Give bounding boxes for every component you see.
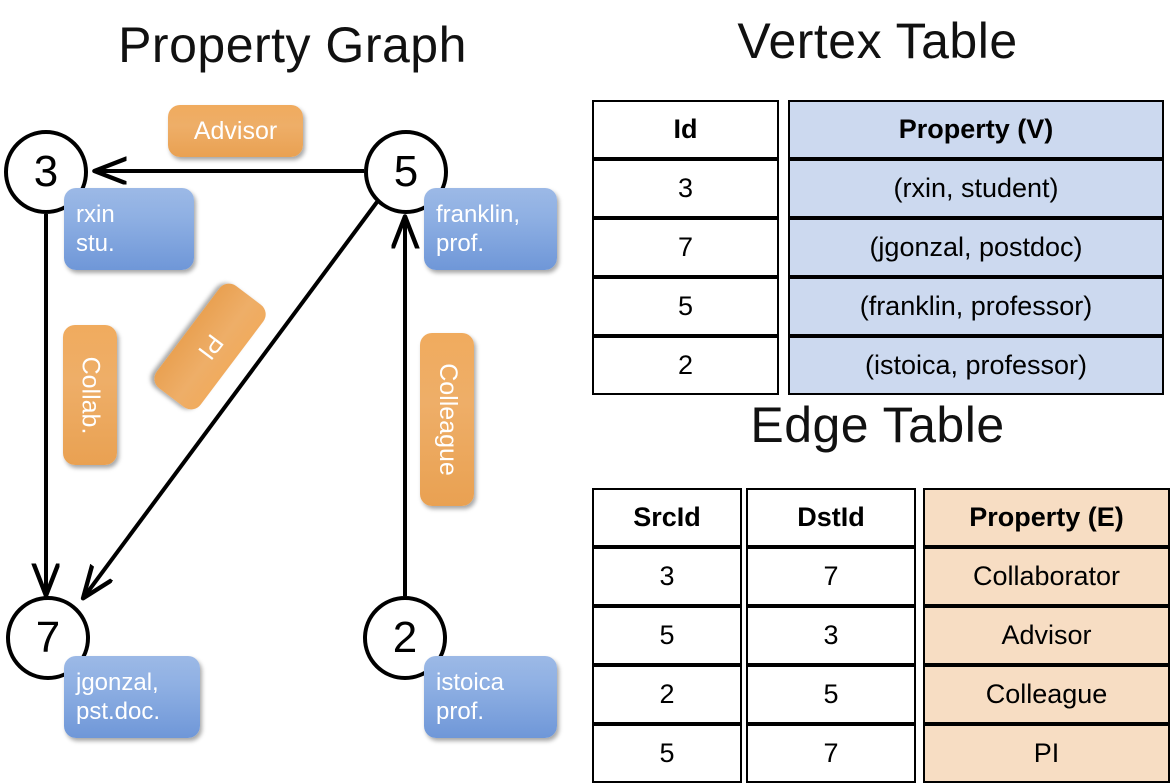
edge-label-colleague-text: Colleague [433, 363, 462, 476]
table-row[interactable]: 5 7 PI [592, 724, 1170, 783]
table-row[interactable]: 5 (franklin, professor) [592, 277, 1164, 336]
vertex-cell-property: (franklin, professor) [788, 277, 1164, 336]
vertex-cell-id: 3 [592, 159, 779, 218]
vertex-table-header-id: Id [592, 100, 779, 159]
graph-edges-svg [0, 0, 585, 760]
vertex-property-line-1: istoica [436, 668, 505, 696]
edge-cell-property: Advisor [923, 606, 1170, 665]
edge-label-advisor-text: Advisor [193, 116, 278, 145]
table-header-row: SrcId DstId Property (E) [592, 488, 1170, 547]
vertex-property-line-1: franklin, [436, 200, 521, 228]
table-row[interactable]: 7 (jgonzal, postdoc) [592, 218, 1164, 277]
edge-label-collab[interactable]: Collab. [63, 325, 117, 465]
column-gap [779, 218, 788, 277]
column-gap [779, 159, 788, 218]
column-gap [916, 606, 923, 665]
edge-label-advisor[interactable]: Advisor [168, 105, 303, 157]
edge-cell-dstid: 7 [746, 724, 916, 783]
table-row[interactable]: 3 7 Collaborator [592, 547, 1170, 606]
vertex-cell-property: (rxin, student) [788, 159, 1164, 218]
graph-node-7-label: 7 [35, 613, 61, 662]
page-title-edge-table: Edge Table [750, 397, 1005, 453]
vertex-property-box-rxin[interactable]: rxin stu. [64, 188, 194, 270]
column-gap [916, 665, 923, 724]
vertex-table: Id Property (V) 3 (rxin, student) 7 (jgo… [592, 100, 1164, 395]
graph-node-2[interactable]: 2 [363, 596, 447, 680]
edge-table: SrcId DstId Property (E) 3 7 Collaborato… [592, 488, 1170, 783]
vertex-cell-id: 7 [592, 218, 779, 277]
graph-node-3-label: 3 [33, 147, 59, 196]
page-title-property-graph: Property Graph [118, 17, 467, 73]
table-header-row: Id Property (V) [592, 100, 1164, 159]
vertex-property-box-jgonzal[interactable]: jgonzal, pst.doc. [64, 656, 200, 738]
edge-table-header-property: Property (E) [923, 488, 1170, 547]
column-gap [916, 547, 923, 606]
edge-cell-dstid: 3 [746, 606, 916, 665]
vertex-table-header-property: Property (V) [788, 100, 1164, 159]
table-row[interactable]: 2 (istoica, professor) [592, 336, 1164, 395]
vertex-property-box-franklin[interactable]: franklin, prof. [424, 188, 557, 270]
table-row[interactable]: 2 5 Colleague [592, 665, 1170, 724]
edge-cell-property: Collaborator [923, 547, 1170, 606]
edge-cell-property: Colleague [923, 665, 1170, 724]
vertex-property-line-2: stu. [76, 230, 115, 257]
table-row[interactable]: 5 3 Advisor [592, 606, 1170, 665]
edge-table-header-srcid: SrcId [592, 488, 742, 547]
edge-cell-srcid: 2 [592, 665, 742, 724]
column-gap [916, 724, 923, 783]
edge-label-collab-text: Collab. [76, 356, 105, 434]
table-row[interactable]: 3 (rxin, student) [592, 159, 1164, 218]
vertex-cell-id: 5 [592, 277, 779, 336]
column-gap [779, 100, 788, 159]
vertex-property-box-istoica[interactable]: istoica prof. [424, 656, 557, 738]
edge-cell-dstid: 5 [746, 665, 916, 724]
vertex-cell-id: 2 [592, 336, 779, 395]
graph-node-5-label: 5 [393, 147, 419, 196]
vertex-property-line-2: prof. [436, 230, 485, 257]
vertex-property-line-1: jgonzal, [76, 668, 159, 696]
edge-label-pi-text: PI [192, 328, 229, 365]
edge-cell-srcid: 3 [592, 547, 742, 606]
edge-label-colleague[interactable]: Colleague [420, 333, 474, 506]
column-gap [916, 488, 923, 547]
page-title-vertex-table: Vertex Table [737, 13, 1018, 69]
vertex-property-line-1: rxin [76, 200, 115, 228]
graph-node-2-label: 2 [392, 613, 418, 662]
edge-5-to-7-pi [84, 200, 379, 597]
edge-cell-dstid: 7 [746, 547, 916, 606]
edge-cell-srcid: 5 [592, 724, 742, 783]
vertex-property-line-2: pst.doc. [76, 698, 161, 725]
edge-cell-srcid: 5 [592, 606, 742, 665]
vertex-property-line-2: prof. [436, 698, 485, 725]
graph-node-5[interactable]: 5 [364, 130, 448, 214]
column-gap [779, 277, 788, 336]
edge-cell-property: PI [923, 724, 1170, 783]
edge-table-header-dstid: DstId [746, 488, 916, 547]
vertex-cell-property: (jgonzal, postdoc) [788, 218, 1164, 277]
property-graph-diagram: 3 5 7 2 rxin stu. franklin, prof. jgonza… [0, 0, 585, 760]
column-gap [779, 336, 788, 395]
vertex-cell-property: (istoica, professor) [788, 336, 1164, 395]
